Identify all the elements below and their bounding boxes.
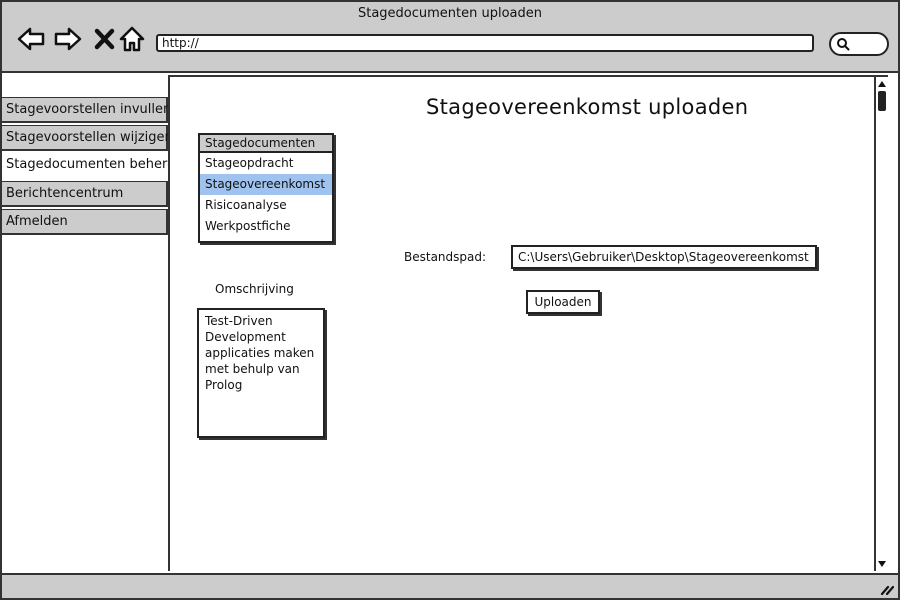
file-path-input[interactable] <box>511 245 817 269</box>
documents-list-header: Stagedocumenten <box>200 135 332 153</box>
sidebar-item-stagevoorstellen-wijzigen[interactable]: Stagevoorstellen wijzigen <box>2 125 173 151</box>
documents-list: Stagedocumenten Stageopdracht Stageovere… <box>198 133 334 243</box>
document-item-werkpostfiche[interactable]: Werkpostfiche <box>205 219 291 233</box>
forward-arrow-icon[interactable] <box>53 24 83 54</box>
resize-grip-icon[interactable] <box>880 581 894 595</box>
page-title: Stageovereenkomst uploaden <box>426 95 749 119</box>
scroll-down-arrow-icon[interactable] <box>877 559 887 569</box>
description-label: Omschrijving <box>215 282 294 296</box>
main-content: Stageovereenkomst uploaden Stagedocument… <box>168 75 888 571</box>
sidebar-item-afmelden[interactable]: Afmelden <box>2 209 168 235</box>
description-text: Test-Driven Development applicaties make… <box>197 308 325 438</box>
upload-button[interactable]: Uploaden <box>526 290 600 314</box>
scrollbar-thumb[interactable] <box>878 91 886 111</box>
document-item-stageopdracht[interactable]: Stageopdracht <box>205 156 294 170</box>
file-path-label: Bestandspad: <box>404 250 487 264</box>
scroll-up-arrow-icon[interactable] <box>877 79 887 89</box>
vertical-scrollbar[interactable] <box>874 77 888 571</box>
sidebar-nav: Stagevoorstellen invullen Stagevoorstell… <box>2 97 183 237</box>
browser-toolbar: Stagedocumenten uploaden http:// <box>2 2 898 73</box>
status-bar <box>2 573 898 598</box>
search-icon <box>837 38 850 51</box>
document-item-risicoanalyse[interactable]: Risicoanalyse <box>205 198 287 212</box>
back-arrow-icon[interactable] <box>16 24 46 54</box>
window-title: Stagedocumenten uploaden <box>357 6 543 21</box>
sidebar-item-stagedocumenten-beheren[interactable]: Stagedocumenten beheren <box>2 153 183 179</box>
sidebar-item-berichtencentrum[interactable]: Berichtencentrum <box>2 181 168 207</box>
document-item-stageovereenkomst[interactable]: Stageovereenkomst <box>200 174 332 195</box>
home-icon[interactable] <box>117 24 147 54</box>
search-field[interactable] <box>829 32 889 56</box>
close-x-icon[interactable] <box>90 24 120 54</box>
sidebar-item-stagevoorstellen-invullen[interactable]: Stagevoorstellen invullen <box>2 97 171 123</box>
url-input[interactable]: http:// <box>156 34 814 52</box>
